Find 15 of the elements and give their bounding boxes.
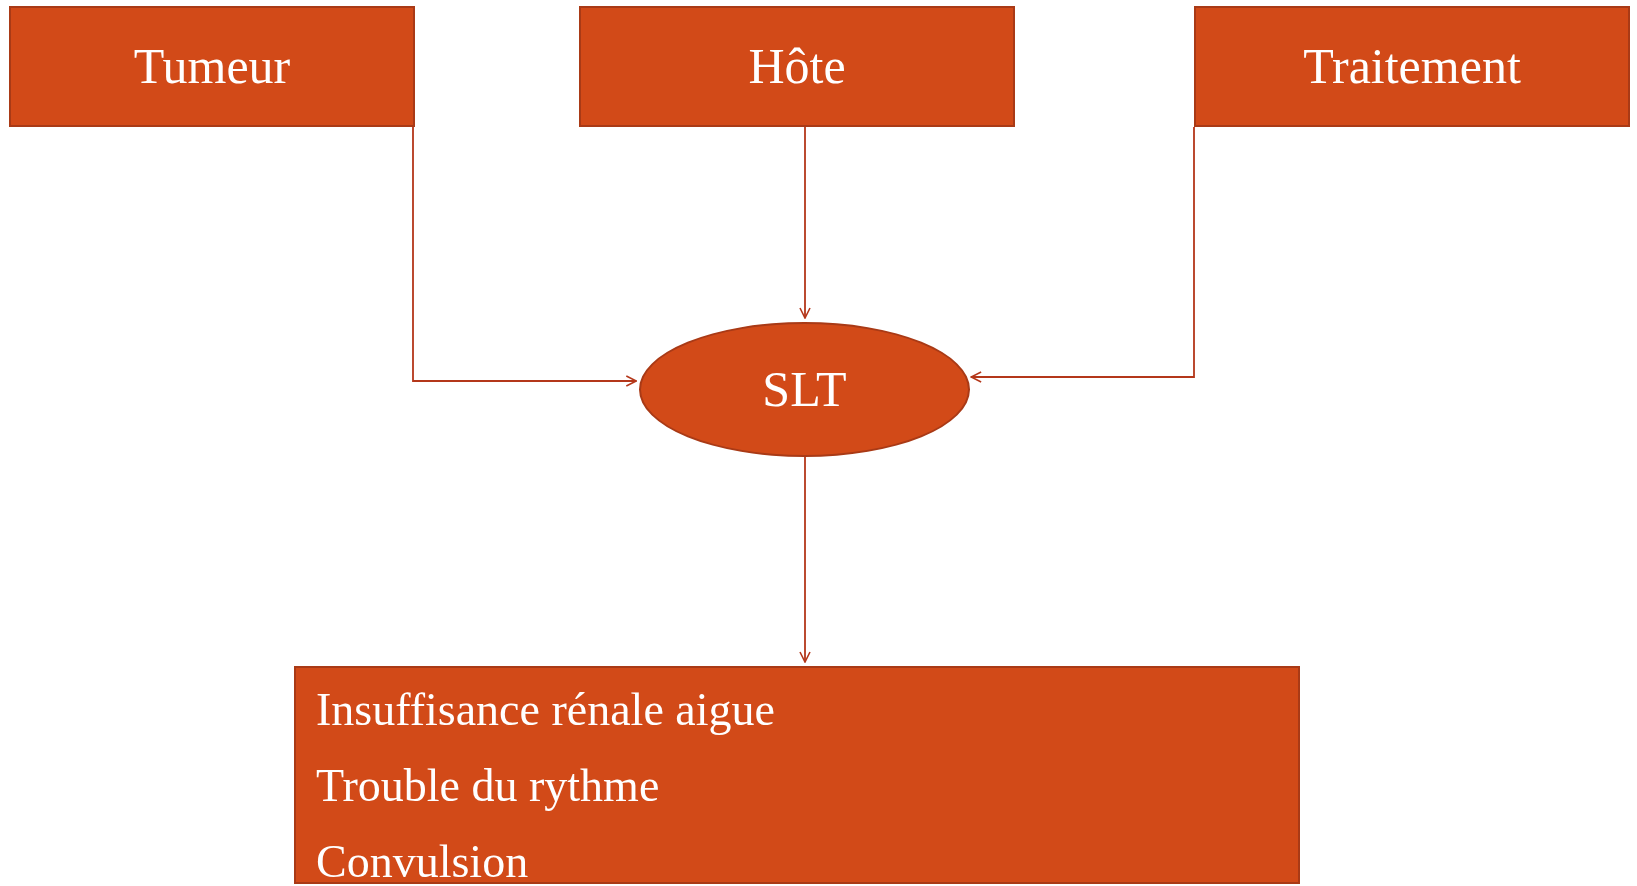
node-label: Convulsion (316, 835, 529, 886)
node-label: Insuffisance rénale aigue (316, 683, 775, 737)
arrow (799, 456, 811, 663)
node-label: Tumeur (133, 37, 291, 97)
node-label: Hôte (748, 37, 846, 97)
process-box (1194, 6, 1630, 127)
arrow (412, 126, 638, 387)
arrow (799, 126, 811, 319)
node-label: Trouble du rythme (316, 759, 660, 813)
arrow (970, 126, 1195, 383)
process-box (9, 6, 415, 127)
node-label: SLT (762, 360, 847, 420)
node-label: Traitement (1303, 37, 1521, 97)
process-box (294, 666, 1300, 884)
process-box (579, 6, 1015, 127)
